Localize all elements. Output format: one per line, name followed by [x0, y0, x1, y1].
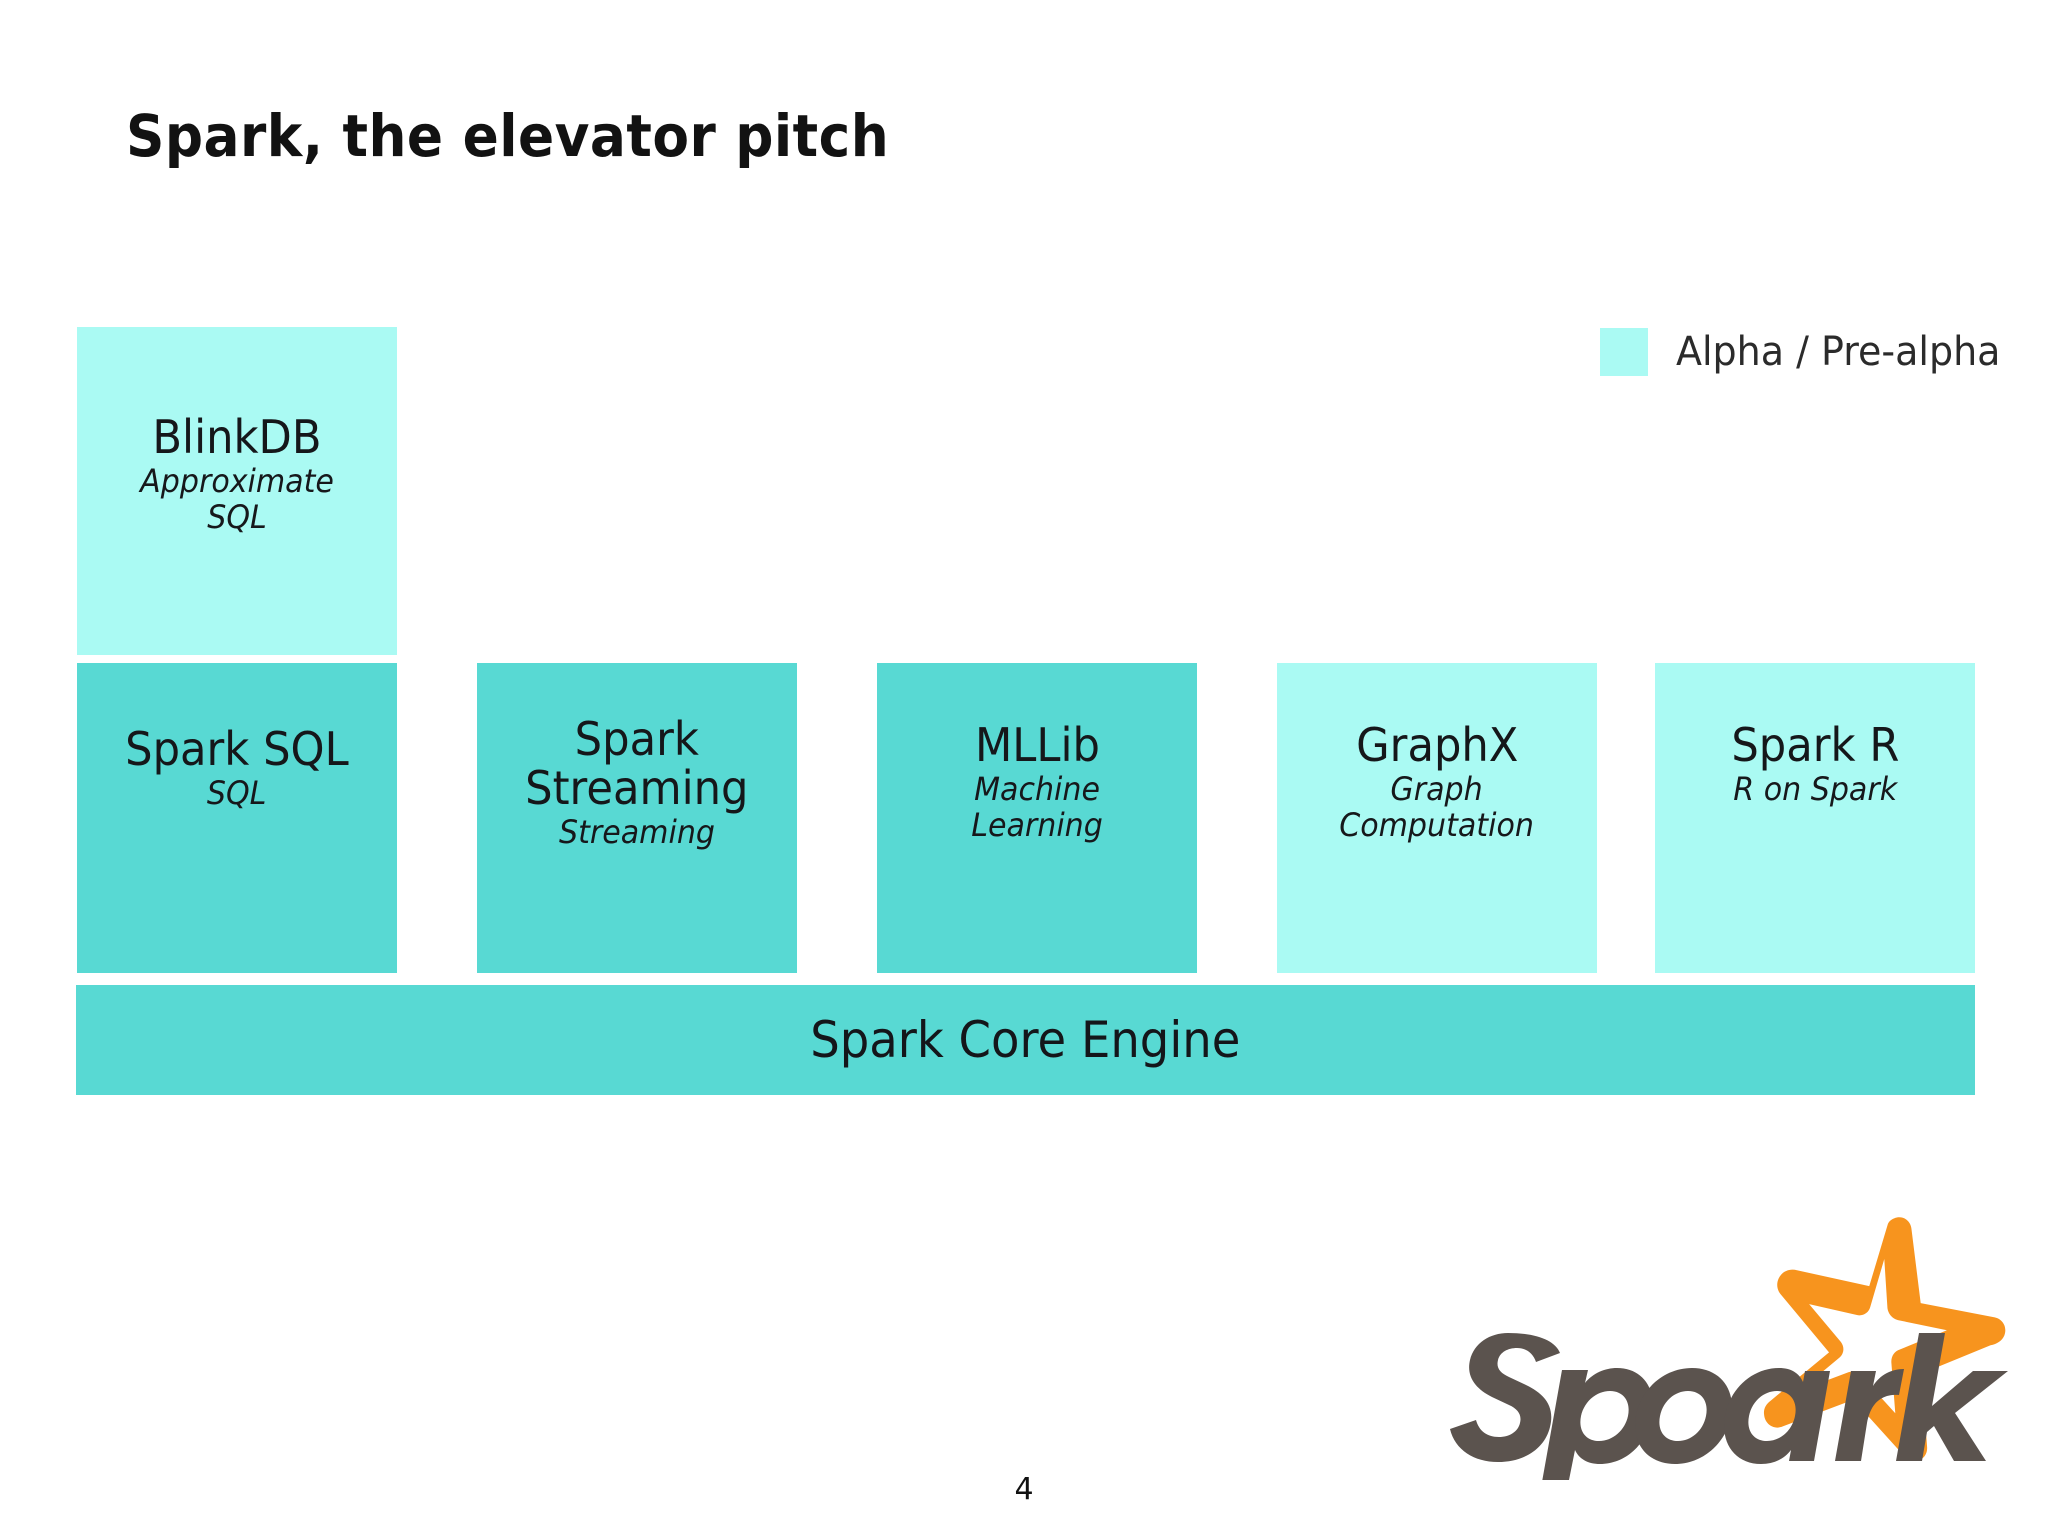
spark-wordmark	[1450, 1333, 2008, 1480]
diagram-box-title: BlinkDB	[152, 410, 322, 464]
star-icon	[1763, 1217, 2006, 1461]
diagram-box-mllib[interactable]: MLLib Machine Learning	[877, 663, 1197, 973]
legend-label-alpha: Alpha / Pre-alpha	[1676, 329, 2001, 375]
diagram-box-title: Spark R	[1730, 718, 1899, 772]
diagram-box-spark-r[interactable]: Spark R R on Spark	[1655, 663, 1975, 973]
diagram-bar-label: Spark Core Engine	[810, 1011, 1241, 1069]
diagram-box-blinkdb[interactable]: BlinkDB Approximate SQL	[77, 327, 397, 655]
diagram-box-graphx[interactable]: GraphX Graph Computation	[1277, 663, 1597, 973]
diagram-box-spark-sql[interactable]: Spark SQL SQL	[77, 663, 397, 973]
diagram-box-title: GraphX	[1355, 718, 1519, 772]
diagram-box-subtitle: Machine Learning	[971, 769, 1103, 844]
diagram-box-subtitle: Streaming	[558, 812, 716, 851]
diagram-box-subtitle: Approximate SQL	[140, 461, 334, 536]
legend: Alpha / Pre-alpha	[1600, 328, 2018, 376]
diagram-box-subtitle: SQL	[207, 773, 267, 812]
diagram-box-subtitle: R on Spark	[1733, 769, 1897, 808]
diagram-box-spark-streaming[interactable]: Spark Streaming Streaming	[477, 663, 797, 973]
diagram-box-title: Spark Streaming	[525, 712, 749, 815]
diagram-box-title: Spark SQL	[125, 722, 349, 776]
page-number: 4	[1014, 1472, 1034, 1507]
diagram-box-title: MLLib	[974, 718, 1100, 772]
diagram-box-subtitle: Graph Computation	[1339, 769, 1535, 844]
legend-swatch-alpha	[1600, 328, 1648, 376]
spark-logo	[1430, 1205, 2010, 1480]
page-title: Spark, the elevator pitch	[126, 102, 890, 170]
diagram-bar-spark-core-engine[interactable]: Spark Core Engine	[76, 985, 1975, 1095]
